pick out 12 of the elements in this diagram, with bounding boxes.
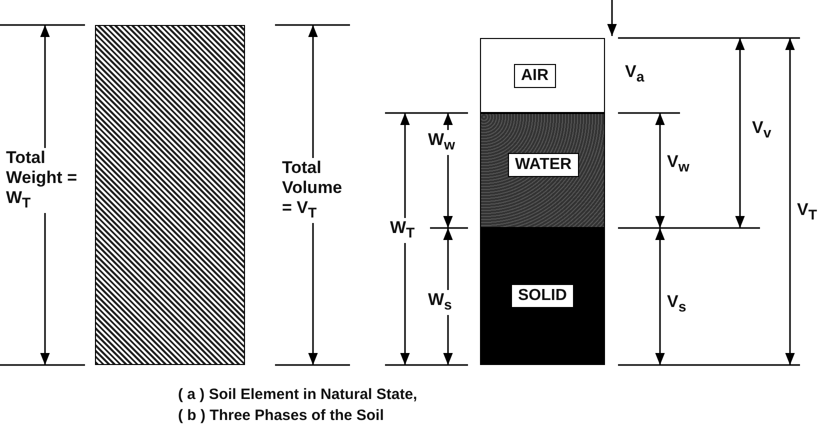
phase-label: AIR [514,64,556,88]
dimension-label: W$_{T}$ [390,218,415,244]
caption-text: ( b ) Three Phases of the Soil [178,406,384,426]
dimension-label: W$_{w}$ [428,130,456,156]
phase-label: WATER [508,153,579,177]
water-layer [480,113,605,228]
dimension-label: W$_{s}$ [428,290,452,316]
air-layer [480,38,605,113]
phase-label: SOLID [511,284,574,308]
solid-layer [480,228,605,365]
soil-element-block [95,25,245,365]
caption-text: ( a ) Soil Element in Natural State, [178,385,418,405]
